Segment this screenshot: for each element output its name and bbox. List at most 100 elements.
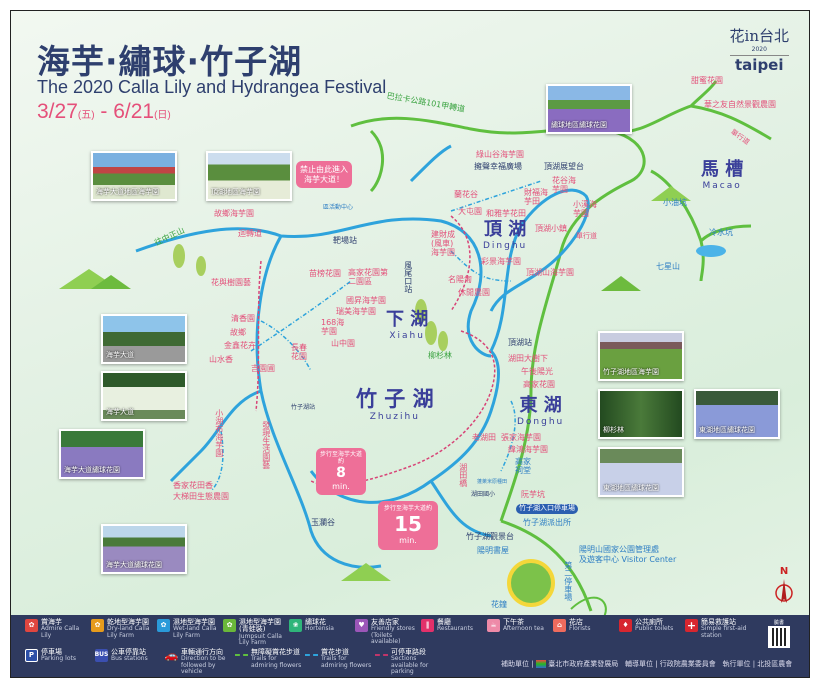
place-label: 花與樹園藝: [211, 278, 251, 287]
place-label: 湖田橋: [458, 463, 468, 487]
place-label: 瑞美海芋園: [336, 307, 376, 316]
place-label: 山水香: [209, 355, 233, 364]
place-label: 蓬萊米原種田: [477, 479, 508, 485]
place-label: 高家祠堂: [515, 457, 531, 475]
photo: 柳杉林: [598, 389, 684, 439]
florist-icon: ⌂: [553, 619, 566, 632]
bus-stop-label: 靶場站: [333, 236, 357, 245]
photo: 竹子湖地區海芋園: [598, 331, 684, 381]
facebook-qr[interactable]: 臉書: [768, 619, 790, 648]
place-label: 吉園圃: [251, 364, 275, 373]
place-label: 國昇海芋園: [346, 296, 386, 305]
place-label: 故鄉: [230, 328, 246, 337]
place-label: 華之友自然景觀農園: [704, 100, 776, 109]
place-label: 柳杉林: [428, 351, 452, 360]
place-label: 大屯園: [458, 207, 482, 216]
bus-stop-label: 頂湖站: [508, 338, 532, 347]
place-label: 金鑫花卉: [224, 341, 256, 350]
photo: 海芋大道: [101, 371, 187, 421]
place-label: 竹子湖派出所: [523, 518, 571, 527]
bus-icon: BUS: [95, 649, 108, 662]
jumpsuit-icon: ✿: [223, 619, 236, 632]
photo: 繡球地區繡球花園: [546, 84, 632, 134]
place-label: 玉瀾谷: [311, 518, 335, 527]
photo: 海芋大道繡球花園: [59, 429, 145, 479]
first-aid-icon: +: [685, 618, 698, 632]
sponsors: 補助單位 | 臺北市政府產業發展局 輔導單位 | 行政院農業委員會 執行單位 |…: [501, 660, 793, 668]
place-label: 長春花園: [291, 343, 307, 361]
legend-jumpsuit: ✿濕地型海芋園(青蛙裝)Jumpsuit Calla Lily Farm: [223, 618, 287, 646]
place-label: 綠山谷海芋園: [476, 150, 524, 159]
qr-code-icon: [768, 626, 790, 648]
place-label: 頂湖展望台: [544, 162, 584, 171]
restaurant-icon: ‖: [421, 619, 434, 632]
flower-clock: [507, 559, 555, 607]
place-label: 名陽匍: [448, 275, 472, 284]
place-label: 區活動中心: [323, 204, 354, 211]
place-label: 第二停車場: [563, 561, 573, 601]
place-label: 緯鴻海芋園: [508, 445, 548, 454]
place-label: 頂湖小鎮: [535, 224, 567, 233]
photo: 海芋大道地區海芋園: [91, 151, 177, 201]
place-label: 甜蜜花園: [691, 76, 723, 85]
parking-entrance-label: 竹子湖入口停車場: [516, 504, 578, 514]
place-label: 擁聲幸福廣場: [474, 162, 522, 171]
place-label: 張家海芋園: [501, 433, 541, 442]
place-label: 和雅芋花田: [486, 209, 526, 218]
subtitle: The 2020 Calla Lily and Hydrangea Festiv…: [37, 77, 387, 97]
photo: 頂湖地區海芋園: [206, 151, 292, 201]
place-label: 高家花園: [523, 380, 555, 389]
place-label: 苗榜花園: [309, 269, 341, 278]
place-label: 陽明山國家公園管理處: [579, 545, 659, 554]
place-label: 湖田國小: [471, 491, 496, 498]
place-label: 168海芋園: [321, 318, 345, 336]
place-label: 故鄉海芋園: [214, 209, 254, 218]
photo: 東湖地區繡球花園: [694, 389, 780, 439]
one-way-label: 單行道: [576, 232, 597, 240]
place-label: 小油坑: [663, 198, 687, 207]
bus-stop-label: 竹子湖站: [291, 404, 316, 411]
trail-line: [305, 654, 318, 656]
photo: 海芋大道繡球花園: [101, 524, 187, 574]
place-label: 小溪海芋園: [573, 200, 597, 218]
compass-icon: [775, 579, 793, 603]
place-label: 花鐘: [491, 600, 507, 609]
place-label: 迴轉道: [238, 229, 262, 238]
place-label: 湖田大樹下: [508, 354, 548, 363]
parking-line: [375, 654, 388, 656]
parking-icon: P: [25, 649, 38, 662]
festival-dates: 3/27(五) - 6/21(日): [37, 100, 171, 123]
river-network: [135, 144, 590, 569]
map-routes: [59, 80, 772, 632]
place-label: 彩景海芋園: [481, 257, 521, 266]
place-label: 大梯田生態農園: [173, 492, 229, 501]
trails: [210, 180, 542, 492]
accessible-trail-line: [235, 654, 248, 656]
place-label: 陽明書屋: [477, 546, 509, 555]
car-icon: 🚗: [164, 648, 179, 662]
place-label: 香家花田香: [173, 481, 213, 490]
place-label: 午後陽光: [521, 367, 553, 376]
heart-icon: ♥: [355, 619, 368, 632]
place-label: 發現生活園藝: [261, 421, 271, 469]
place-label: 冷水坑: [709, 228, 733, 237]
calla-icon: ✿: [25, 619, 38, 632]
photo: 東湖地區繡球花園: [598, 447, 684, 497]
place-label: 七星山: [656, 262, 680, 271]
